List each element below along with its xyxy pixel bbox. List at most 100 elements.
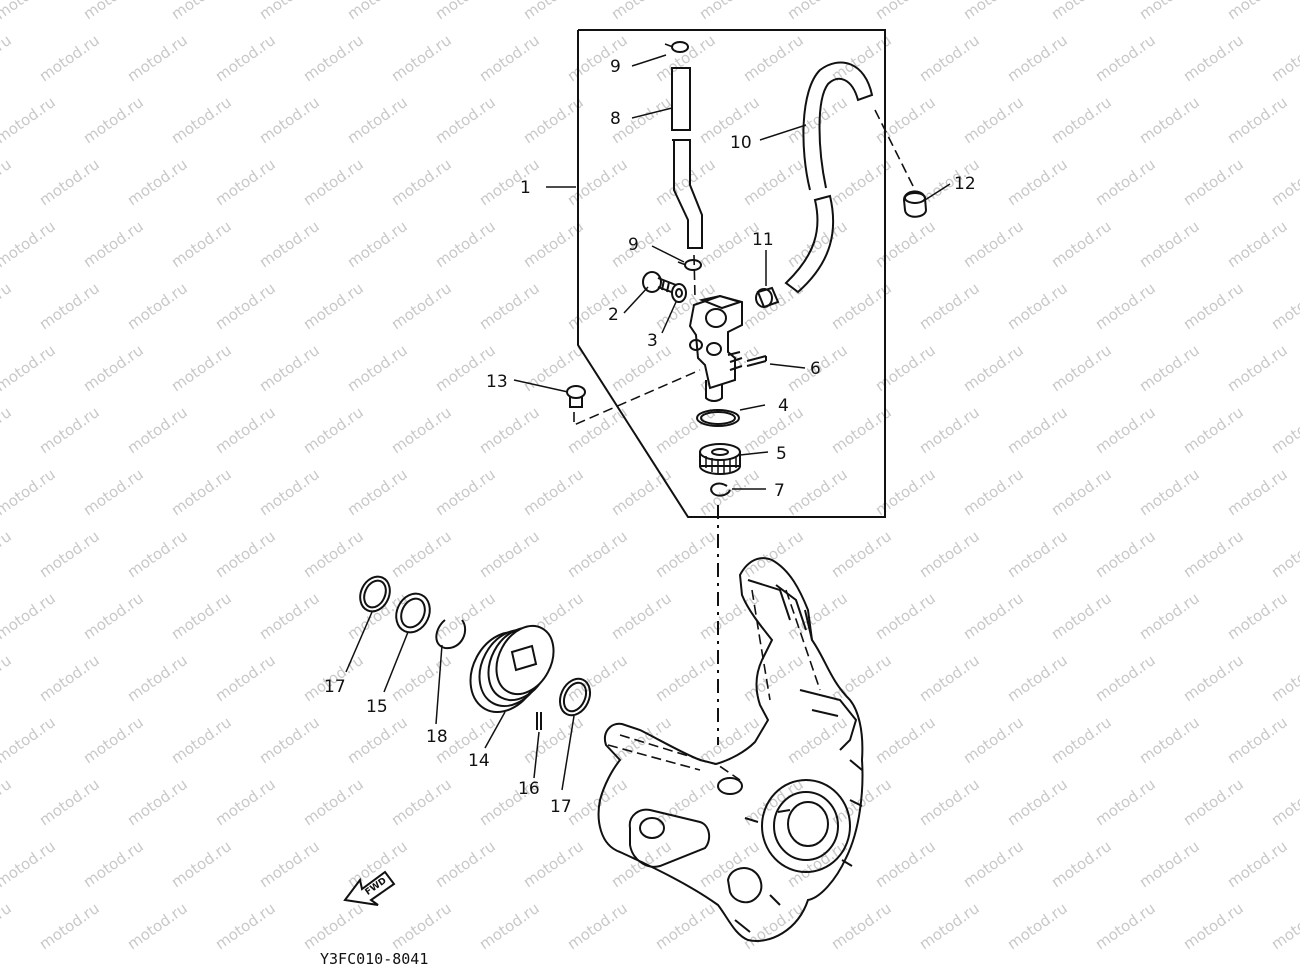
watermark-text: motod.ru [1092, 279, 1159, 333]
clip-9-lower [677, 259, 702, 271]
watermark-text: motod.ru [1224, 837, 1291, 891]
watermark-text: motod.ru [916, 279, 983, 333]
watermark-text: motod.ru [388, 31, 455, 85]
watermark-text: motod.ru [168, 217, 235, 271]
watermark-text: motod.ru [124, 279, 191, 333]
watermark-text: motod.ru [1048, 713, 1115, 767]
watermark-text: motod.ru [432, 837, 499, 891]
watermark-text: motod.ru [784, 0, 851, 23]
watermark-text: motod.ru [476, 279, 543, 333]
watermark-text: motod.ru [432, 217, 499, 271]
callout-15: 15 [366, 697, 388, 717]
watermark-text: motod.ru [784, 713, 851, 767]
watermark-text: motod.ru [872, 589, 939, 643]
watermark-text: motod.ru [1048, 589, 1115, 643]
watermark-text: motod.ru [476, 403, 543, 457]
watermark-text: motod.ru [168, 341, 235, 395]
watermark-text: motod.ru [256, 93, 323, 147]
watermark-text: motod.ru [564, 899, 631, 953]
callout-1: 1 [520, 178, 531, 198]
watermark-text: motod.ru [344, 341, 411, 395]
watermark-text: motod.ru [388, 775, 455, 829]
watermark-text: motod.ru [388, 899, 455, 953]
watermark-text: motod.ru [1004, 651, 1071, 705]
watermark-text: motod.ru [872, 713, 939, 767]
watermark-text: motod.ru [36, 651, 103, 705]
snap-ring-17-left [359, 575, 391, 613]
watermark-text: motod.ru [1048, 217, 1115, 271]
watermark-text: motod.ru [0, 465, 59, 519]
watermark-text: motod.ru [36, 279, 103, 333]
watermark-text: motod.ru [1004, 899, 1071, 953]
watermark-text: motod.ru [1092, 31, 1159, 85]
assembly-line-hose [693, 254, 696, 299]
callout-10: 10 [730, 133, 752, 153]
watermark-text: motod.ru [300, 155, 367, 209]
watermark-text: motod.ru [960, 341, 1027, 395]
watermark-text: motod.ru [124, 899, 191, 953]
watermark-text: motod.ru [476, 31, 543, 85]
watermark-text: motod.ru [872, 837, 939, 891]
watermark-text: motod.ru [1092, 651, 1159, 705]
watermark-text: motod.ru [300, 527, 367, 581]
watermark-text: motod.ru [1092, 899, 1159, 953]
assembly-line-screw [573, 369, 701, 427]
watermark-text: motod.ru [652, 527, 719, 581]
watermark-text: motod.ru [960, 713, 1027, 767]
watermark-text: motod.ru [1180, 899, 1247, 953]
watermark-text: motod.ru [168, 713, 235, 767]
watermark-text: motod.ru [0, 527, 15, 581]
watermark-text: motod.ru [608, 341, 675, 395]
callout-7: 7 [774, 481, 785, 501]
watermark-text: motod.ru [36, 31, 103, 85]
watermark-text: motod.ru [1268, 651, 1300, 705]
watermark-text: motod.ru [520, 93, 587, 147]
watermark-text: motod.ru [1048, 0, 1115, 23]
watermark-text: motod.ru [1136, 217, 1203, 271]
watermark-text: motod.ru [1004, 775, 1071, 829]
watermark-text: motod.ru [1048, 465, 1115, 519]
watermark-text: motod.ru [344, 93, 411, 147]
watermark-text: motod.ru [212, 651, 279, 705]
watermark-text: motod.ru [1136, 589, 1203, 643]
watermark-text: motod.ru [564, 279, 631, 333]
watermark-text: motod.ru [212, 155, 279, 209]
watermark-text: motod.ru [80, 0, 147, 23]
watermark-text: motod.ru [344, 0, 411, 23]
watermark-text: motod.ru [344, 713, 411, 767]
watermark-text: motod.ru [696, 0, 763, 23]
callout-2: 2 [608, 305, 619, 325]
watermark-text: motod.ru [872, 93, 939, 147]
watermark-text: motod.ru [476, 155, 543, 209]
watermark-text: motod.ru [520, 837, 587, 891]
oil-pump-body [688, 294, 744, 402]
watermark-text: motod.ru [0, 31, 15, 85]
watermark-text: motod.ru [300, 403, 367, 457]
callout-18: 18 [426, 727, 448, 747]
watermark-text: motod.ru [652, 899, 719, 953]
watermark-text: motod.ru [388, 651, 455, 705]
watermark-text: motod.ru [212, 403, 279, 457]
leader-lines [345, 54, 951, 791]
watermark-text: motod.ru [1268, 403, 1300, 457]
watermark-text: motod.ru [212, 279, 279, 333]
watermark-text: motod.ru [916, 899, 983, 953]
watermark-text: motod.ru [300, 279, 367, 333]
watermark-text: motod.ru [960, 465, 1027, 519]
watermark-text: motod.ru [124, 651, 191, 705]
watermark-text: motod.ru [168, 465, 235, 519]
watermark-text: motod.ru [608, 465, 675, 519]
watermark-text: motod.ru [1004, 527, 1071, 581]
callout-8: 8 [610, 109, 621, 129]
watermark-text: motod.ru [652, 651, 719, 705]
watermark-text: motod.ru [1180, 403, 1247, 457]
snap-ring-17-right [558, 677, 592, 717]
watermark-text: motod.ru [388, 155, 455, 209]
watermark-text: motod.ru [1092, 155, 1159, 209]
watermark-text: motod.ru [1268, 279, 1300, 333]
watermark-text: motod.ru [608, 589, 675, 643]
hose-8 [671, 67, 703, 249]
seal-15 [395, 592, 431, 634]
callout-12: 12 [954, 174, 976, 194]
